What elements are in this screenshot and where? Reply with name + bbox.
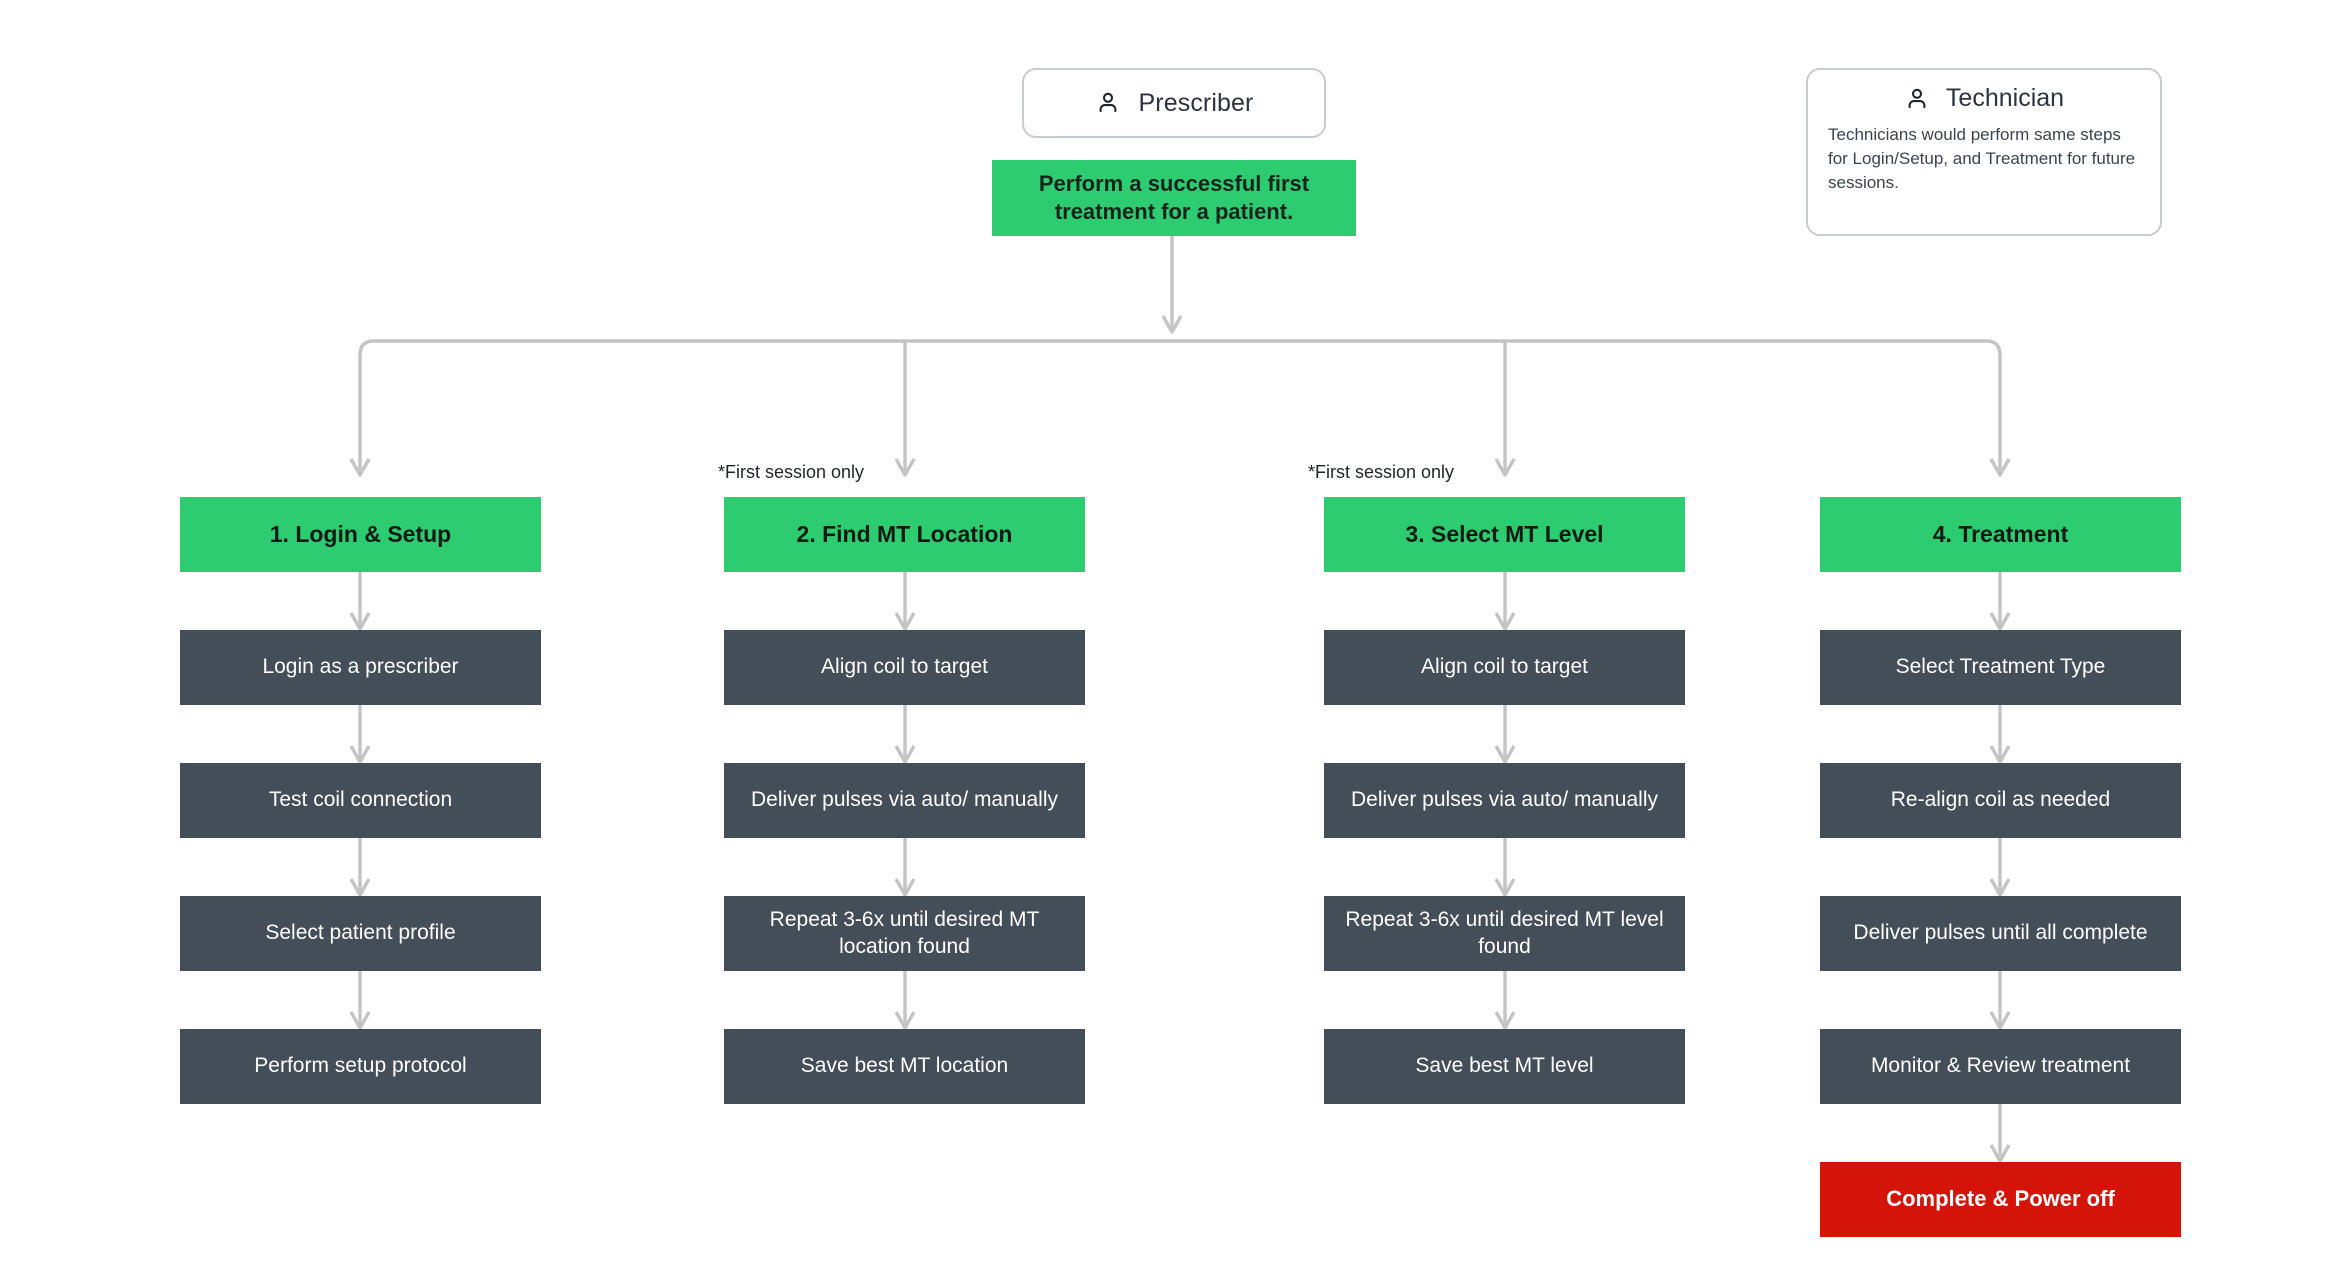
step-node: Align coil to target: [724, 630, 1085, 705]
role-card-header: Technician: [1828, 84, 2140, 113]
step-node: Repeat 3-6x until desired MT level found: [1324, 896, 1685, 971]
goal-node: Perform a successful first treatment for…: [992, 160, 1356, 236]
step-node: Login as a prescriber: [180, 630, 541, 705]
terminal-node-complete-power-off: Complete & Power off: [1820, 1162, 2181, 1237]
step-node: Select patient profile: [180, 896, 541, 971]
column-header-label: 1. Login & Setup: [269, 520, 452, 547]
column-header-select-mt-level: 3. Select MT Level: [1324, 497, 1685, 572]
step-label: Align coil to target: [1421, 655, 1588, 679]
person-icon: [1095, 89, 1121, 117]
column-header-label: 2. Find MT Location: [796, 520, 1013, 547]
step-node: Re-align coil as needed: [1820, 763, 2181, 838]
step-node: Save best MT level: [1324, 1029, 1685, 1104]
step-node: Perform setup protocol: [180, 1029, 541, 1104]
step-node: Align coil to target: [1324, 630, 1685, 705]
step-label: Login as a prescriber: [262, 655, 459, 679]
step-label: Repeat 3-6x until desired MT location fo…: [769, 907, 1040, 958]
annotation-first-session-only-col2: *First session only: [718, 462, 865, 482]
column-header-login-setup: 1. Login & Setup: [180, 497, 541, 572]
step-node: Repeat 3-6x until desired MT location fo…: [724, 896, 1085, 971]
column-header-find-mt-location: 2. Find MT Location: [724, 497, 1085, 572]
step-node: Test coil connection: [180, 763, 541, 838]
step-label: Repeat 3-6x until desired MT level found: [1345, 907, 1664, 958]
step-label: Deliver pulses until all complete: [1853, 921, 2148, 945]
column-header-label: 4. Treatment: [1932, 520, 2069, 547]
annotation-first-session-only-col3: *First session only: [1308, 462, 1455, 482]
goal-label: Perform a successful first treatment for…: [1038, 170, 1310, 224]
terminal-label: Complete & Power off: [1886, 1186, 2115, 1212]
step-node: Deliver pulses via auto/ manually: [724, 763, 1085, 838]
step-node: Monitor & Review treatment: [1820, 1029, 2181, 1104]
role-card-note: Technicians would perform same steps for…: [1828, 125, 2136, 193]
step-node: Deliver pulses until all complete: [1820, 896, 2181, 971]
step-label: Align coil to target: [821, 655, 988, 679]
column-header-label: 3. Select MT Level: [1405, 520, 1604, 547]
step-label: Perform setup protocol: [254, 1054, 467, 1078]
step-label: Deliver pulses via auto/ manually: [1351, 788, 1658, 812]
role-badge-prescriber: Prescriber: [1022, 68, 1326, 138]
step-label: Select patient profile: [265, 921, 456, 945]
step-label: Save best MT location: [800, 1054, 1009, 1078]
role-card-label: Technician: [1945, 84, 2065, 112]
step-label: Select Treatment Type: [1895, 655, 2106, 679]
step-node: Save best MT location: [724, 1029, 1085, 1104]
role-badge-label: Prescriber: [1138, 88, 1254, 117]
step-label: Save best MT level: [1415, 1054, 1594, 1078]
step-label: Re-align coil as needed: [1890, 788, 2111, 812]
step-node: Select Treatment Type: [1820, 630, 2181, 705]
column-header-treatment: 4. Treatment: [1820, 497, 2181, 572]
person-icon: [1904, 85, 1930, 113]
step-label: Deliver pulses via auto/ manually: [751, 788, 1058, 812]
role-card-technician: Technician Technicians would perform sam…: [1806, 68, 2162, 236]
step-label: Test coil connection: [268, 788, 453, 812]
step-node: Deliver pulses via auto/ manually: [1324, 763, 1685, 838]
step-label: Monitor & Review treatment: [1870, 1054, 2131, 1078]
